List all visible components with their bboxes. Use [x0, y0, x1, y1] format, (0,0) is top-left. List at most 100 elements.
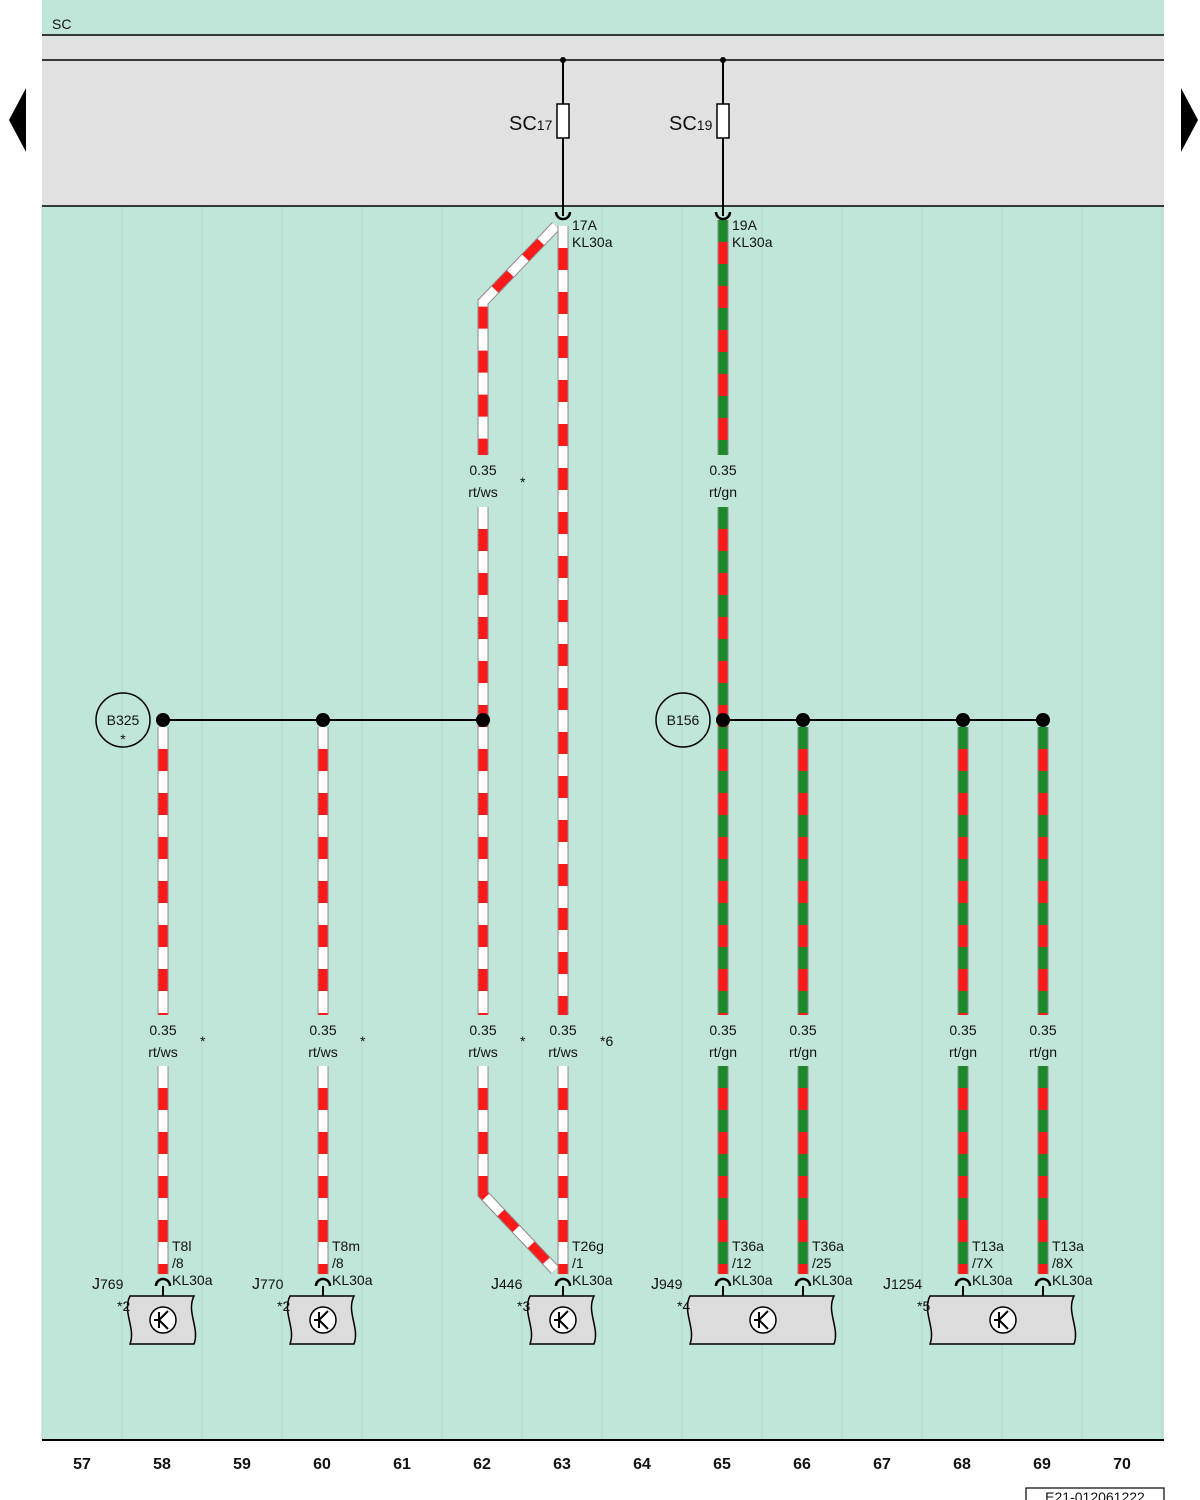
terminal-label: KL30a [972, 1272, 1013, 1288]
wire-color: rt/ws [308, 1044, 338, 1060]
control-unit-j446: J446 *3 [491, 1276, 597, 1345]
connector-pin-no: /1 [572, 1255, 584, 1271]
fuse-carrier-band [42, 35, 1164, 206]
column-number: 70 [1113, 1456, 1131, 1473]
control-unit-j1254: J1254 *5 [883, 1276, 1077, 1345]
pin-cup [154, 1277, 172, 1287]
junction-dot [956, 713, 970, 727]
next-page-arrow[interactable] [1181, 88, 1198, 152]
pin-label: 19A [732, 217, 758, 233]
wire-note: * [360, 1033, 366, 1049]
component-label: J949 [651, 1276, 683, 1293]
drawing-id: E21-012061222 [1045, 1489, 1145, 1500]
column-number: 69 [1033, 1456, 1051, 1473]
component-note: *3 [517, 1298, 530, 1314]
terminal-label: KL30a [1052, 1272, 1093, 1288]
column-number: 58 [153, 1456, 171, 1473]
wire-label-lower: 0.35 rt/gn [709, 1022, 737, 1060]
wire-color: rt/gn [1029, 1044, 1057, 1060]
wire-color: rt/gn [949, 1044, 977, 1060]
wire-label-lower: 0.35 rt/ws *6 [548, 1022, 613, 1060]
column-number: 59 [233, 1456, 251, 1473]
splice-b325: B325 * [95, 692, 151, 748]
connector-id: T13a [972, 1238, 1004, 1254]
wire-size: 0.35 [549, 1022, 576, 1038]
term-label: KL30a [732, 234, 773, 250]
wire-size: 0.35 [149, 1022, 176, 1038]
pin-label: 17A [572, 217, 598, 233]
splice-b156: B156 [655, 692, 711, 748]
component-note: *5 [917, 1298, 930, 1314]
fuse-output-19a: 19A KL30a [714, 211, 773, 250]
connector-id: T13a [1052, 1238, 1084, 1254]
splice-name: B156 [667, 712, 700, 728]
terminal-label: KL30a [812, 1272, 853, 1288]
pin-cup [314, 1277, 332, 1287]
wire-color: rt/ws [468, 1044, 498, 1060]
connector-pin-no: /7X [972, 1255, 994, 1271]
component-label: J770 [252, 1276, 284, 1293]
control-unit-icon [549, 1306, 577, 1334]
wire-note: * [200, 1033, 206, 1049]
component-label: J446 [491, 1276, 523, 1293]
wire-size: 0.35 [469, 462, 496, 478]
control-unit-icon [749, 1306, 777, 1334]
wire-labels-lower: 0.35rt/ws*0.35rt/ws*0.35rt/ws*0.35rt/ws*… [148, 1022, 1057, 1060]
control-unit-icon [989, 1306, 1017, 1334]
wire-color: rt/gn [709, 1044, 737, 1060]
connector-id: T36a [812, 1238, 844, 1254]
wire-note: * [520, 474, 526, 490]
terminal-label: KL30a [332, 1272, 373, 1288]
connector-pin-no: /8X [1052, 1255, 1074, 1271]
terminal-label: KL30a [172, 1272, 213, 1288]
column-number: 62 [473, 1456, 491, 1473]
connector-labels: T8l/8KL30aT8m/8KL30aT26g/1KL30aT36a/12KL… [154, 1238, 1093, 1296]
wire-size: 0.35 [709, 462, 736, 478]
column-number: 65 [713, 1456, 731, 1473]
splice-dots [156, 713, 1050, 727]
junction-dot [316, 713, 330, 727]
wire-label-lower: 0.35 rt/ws * [148, 1022, 206, 1060]
connector-id: T8m [332, 1238, 360, 1254]
component-note: *2 [277, 1298, 290, 1314]
column-number: 64 [633, 1456, 651, 1473]
wire-label-lower: 0.35 rt/gn [949, 1022, 977, 1060]
junction-dot [716, 713, 730, 727]
wire-size: 0.35 [949, 1022, 976, 1038]
connector-pin-no: /12 [732, 1255, 752, 1271]
wire-color: rt/ws [148, 1044, 178, 1060]
splice-name: B325 [107, 712, 140, 728]
control-unit-j770: J770 *2 [252, 1276, 357, 1345]
connector-pin-no: /8 [172, 1255, 184, 1271]
terminal-label: KL30a [732, 1272, 773, 1288]
connector-id: T26g [572, 1238, 604, 1254]
pin-cup [794, 1277, 812, 1287]
wire-color: rt/ws [548, 1044, 578, 1060]
fuse-output-17a: 17A KL30a [554, 211, 613, 250]
component-label: J1254 [883, 1276, 922, 1293]
wire-size: 0.35 [789, 1022, 816, 1038]
connector-pin-no: /8 [332, 1255, 344, 1271]
junction-dot [796, 713, 810, 727]
pin-cup [1034, 1277, 1052, 1287]
wire-note: *6 [600, 1033, 613, 1049]
wire-color: rt/gn [789, 1044, 817, 1060]
splice-note: * [120, 731, 126, 747]
prev-page-arrow[interactable] [9, 88, 26, 152]
wire-size: 0.35 [709, 1022, 736, 1038]
wire-label-upper-rtgn: 0.35 rt/gn [709, 462, 737, 500]
wires [157, 220, 1049, 1274]
wire-color: rt/gn [709, 484, 737, 500]
